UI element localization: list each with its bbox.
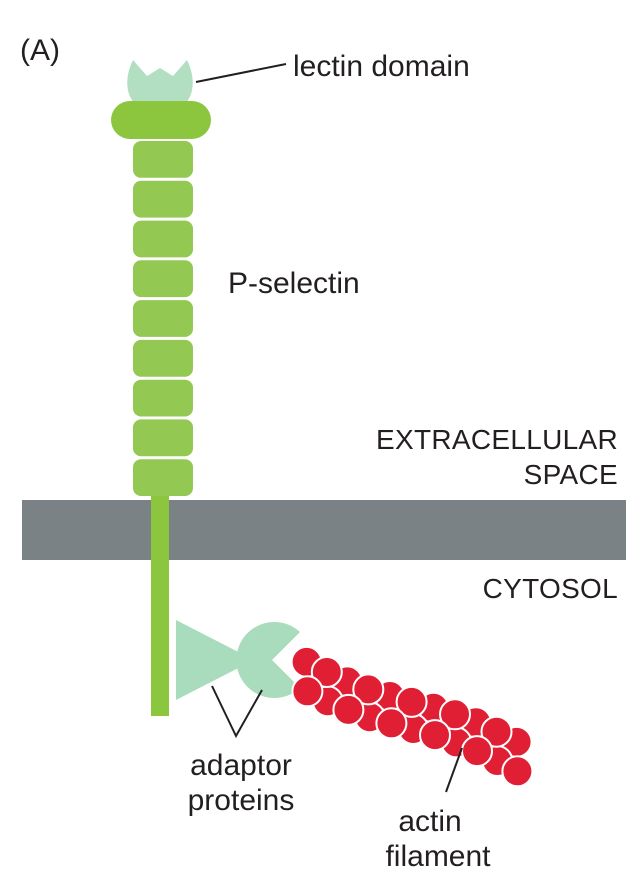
consensus-repeat-segment xyxy=(133,180,193,218)
actin-leader-line xyxy=(445,747,463,793)
actin-subunit xyxy=(480,715,513,748)
consensus-repeat-segment xyxy=(133,141,193,178)
actin-subunit xyxy=(332,693,365,726)
actin-filament xyxy=(290,645,534,788)
consensus-repeat-segment xyxy=(133,379,193,417)
actin-subunit xyxy=(461,735,493,768)
consensus-repeat-segment xyxy=(133,300,193,337)
lectin-leader-line xyxy=(195,63,287,83)
actin-subunit xyxy=(310,656,343,688)
adaptor-proteins-label-line1: adaptor xyxy=(190,749,292,782)
adaptor-protein-pacman xyxy=(236,622,300,698)
egf-like-domain xyxy=(111,101,211,139)
lectin-domain-label: lectin domain xyxy=(293,50,470,83)
consensus-repeat-segment xyxy=(133,459,193,496)
actin-subunit xyxy=(352,673,385,706)
p-selectin-label: P-selectin xyxy=(228,267,360,300)
extracellular-space-label-line1: EXTRACELLULAR xyxy=(376,424,618,455)
consensus-repeat-segment xyxy=(133,220,193,258)
actin-subunit xyxy=(291,675,324,708)
actin-subunit xyxy=(419,719,451,752)
consensus-repeat-segment xyxy=(133,260,193,298)
actin-filament-label-line2: filament xyxy=(385,840,491,873)
adaptor-proteins-label-line2: proteins xyxy=(188,784,295,817)
adaptor-leader-lines xyxy=(211,685,263,739)
lectin-domain xyxy=(127,60,193,111)
actin-subunit xyxy=(395,685,428,718)
actin-subunit xyxy=(439,698,471,731)
actin-subunit xyxy=(501,755,534,788)
actin-filament-label-line1: actin xyxy=(398,805,461,838)
consensus-repeat-segment xyxy=(133,419,193,457)
plasma-membrane xyxy=(22,500,626,560)
actin-subunit xyxy=(375,707,408,740)
extracellular-space-label-line2: SPACE xyxy=(524,459,618,490)
panel-label: (A) xyxy=(20,34,60,67)
adaptor-protein-triangle xyxy=(176,620,254,700)
consensus-repeat-segment xyxy=(133,339,193,377)
p-selectin-transmembrane-stalk xyxy=(151,490,169,716)
consensus-repeats xyxy=(133,141,193,496)
cytosol-label: CYTOSOL xyxy=(483,573,618,604)
